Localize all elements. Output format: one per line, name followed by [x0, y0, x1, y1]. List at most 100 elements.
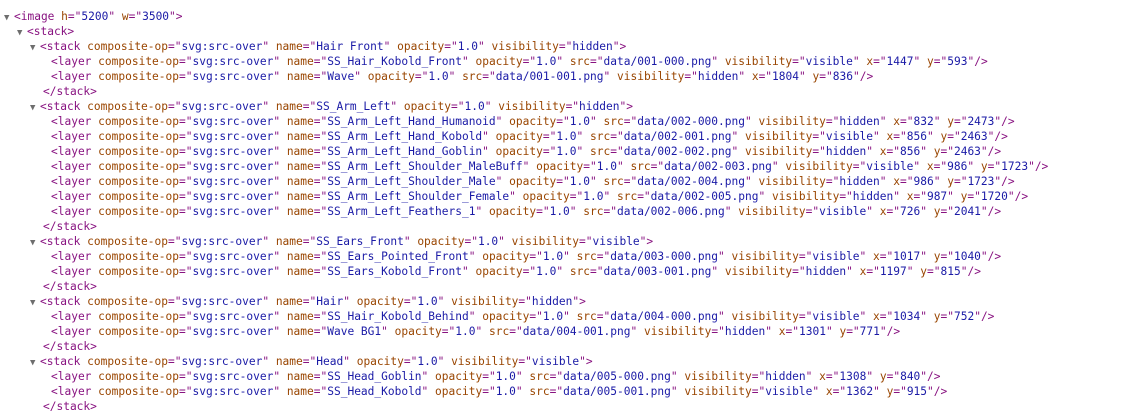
- expand-toggle-icon[interactable]: ▼: [30, 238, 36, 248]
- xml-node-stack-root[interactable]: ▼<stack>: [4, 24, 1121, 39]
- attr-quote: ": [482, 145, 489, 158]
- attr-eq: =": [852, 160, 867, 173]
- xml-node-layer[interactable]: <layer composite-op="svg:src-over" name=…: [4, 264, 1121, 279]
- attr-value: SS_Arm_Left_Shoulder_Female: [327, 190, 510, 203]
- attr-name: name: [286, 205, 314, 218]
- attr-quote: ": [421, 370, 429, 383]
- attr-quote: ": [731, 130, 739, 143]
- xml-node-layer[interactable]: <layer composite-op="svg:src-over" name=…: [4, 129, 1121, 144]
- expand-toggle-icon[interactable]: ▼: [17, 28, 23, 38]
- attr-eq: =": [758, 70, 773, 83]
- attr-eq: =": [451, 100, 465, 113]
- attr-quote: ": [731, 145, 739, 158]
- xml-node-image[interactable]: ▼<image h="5200" w="3500">: [4, 9, 1121, 24]
- attr-eq: =": [179, 55, 193, 68]
- attr-quote: ": [273, 265, 281, 278]
- attr-eq: =": [522, 55, 537, 68]
- attr-eq: =": [825, 115, 840, 128]
- attr-value: data/002-000.png: [637, 115, 745, 128]
- xml-node-stack[interactable]: ▼<stack composite-op="svg:src-over" name…: [4, 234, 1121, 249]
- xml-node-layer[interactable]: <layer composite-op="svg:src-over" name=…: [4, 204, 1121, 219]
- xml-node-layer[interactable]: <layer composite-op="svg:src-over" name=…: [4, 384, 1121, 399]
- attr-quote: ": [994, 115, 1002, 128]
- attr-name: visibility: [511, 235, 580, 248]
- attr-quote: ": [893, 190, 900, 203]
- attr-name: name: [286, 370, 314, 383]
- attr-eq: =": [179, 310, 193, 323]
- attr-quote: ": [381, 325, 388, 338]
- attr-quote: ": [273, 70, 281, 83]
- attr-value: 1723: [967, 175, 995, 188]
- attr-value: SS_Arm_Left_Hand_Kobold: [327, 130, 483, 143]
- attr-name: visibility: [684, 370, 752, 383]
- attr-eq: =": [529, 310, 543, 323]
- xml-node-layer[interactable]: <layer composite-op="svg:src-over" name=…: [4, 369, 1121, 384]
- attr-eq: =": [558, 40, 573, 53]
- attr-quote: ": [639, 235, 647, 248]
- attr-value: hidden: [839, 175, 880, 188]
- attr-eq: =": [579, 235, 593, 248]
- tag-close-bracket: >: [585, 355, 593, 368]
- tag-self-close: />: [987, 205, 1002, 218]
- xml-node-layer[interactable]: <layer composite-op="svg:src-over" name=…: [4, 189, 1121, 204]
- attr-value: svg:src-over: [192, 250, 274, 263]
- xml-node-layer[interactable]: <layer composite-op="svg:src-over" name=…: [4, 159, 1121, 174]
- xml-node-layer[interactable]: <layer composite-op="svg:src-over" name=…: [4, 174, 1121, 189]
- attr-name: opacity: [435, 385, 483, 398]
- attr-value: SS_Arm_Left_Shoulder_Male: [327, 175, 496, 188]
- attr-eq: =": [792, 55, 806, 68]
- xml-node-layer[interactable]: <layer composite-op="svg:src-over" name=…: [4, 144, 1121, 159]
- tag-close: </stack>: [43, 400, 97, 413]
- expand-toggle-icon[interactable]: ▼: [30, 43, 36, 53]
- attr-name: x: [879, 205, 887, 218]
- attr-quote: ": [468, 250, 476, 263]
- xml-node-layer[interactable]: <layer composite-op="svg:src-over" name=…: [4, 69, 1121, 84]
- attr-eq: =": [509, 325, 523, 338]
- attr-quote: ": [758, 190, 766, 203]
- expand-toggle-icon[interactable]: ▼: [30, 103, 36, 113]
- attr-name: x: [825, 385, 833, 398]
- attr-eq: =": [302, 355, 317, 368]
- xml-node-stack[interactable]: ▼<stack composite-op="svg:src-over" name…: [4, 99, 1121, 114]
- attr-quote: ": [515, 385, 523, 398]
- tag-self-close: />: [1001, 175, 1015, 188]
- attr-name: opacity: [495, 130, 543, 143]
- attr-value: Hair Front: [316, 40, 384, 53]
- tag-close: </stack>: [43, 280, 97, 293]
- attr-eq: =": [893, 385, 907, 398]
- xml-node-stack[interactable]: ▼<stack composite-op="svg:src-over" name…: [4, 39, 1121, 54]
- xml-node-layer[interactable]: <layer composite-op="svg:src-over" name=…: [4, 54, 1121, 69]
- attr-name: x: [926, 160, 934, 173]
- xml-node-layer[interactable]: <layer composite-op="svg:src-over" name=…: [4, 114, 1121, 129]
- expand-toggle-icon[interactable]: ▼: [4, 13, 10, 23]
- tag-self-close: />: [987, 145, 1002, 158]
- attr-quote: ": [563, 310, 570, 323]
- xml-node-layer[interactable]: <layer composite-op="svg:src-over" name=…: [4, 324, 1121, 339]
- attr-value: visible: [531, 355, 580, 368]
- expand-toggle-icon[interactable]: ▼: [30, 358, 36, 368]
- attr-value: 915: [906, 385, 928, 398]
- attr-quote: ": [616, 160, 624, 173]
- attr-value: 1.0: [428, 70, 449, 83]
- attr-value: data/004-000.png: [610, 310, 719, 323]
- xml-node-layer[interactable]: <layer composite-op="svg:src-over" name=…: [4, 249, 1121, 264]
- attr-quote: ": [926, 130, 934, 143]
- attr-name: x: [866, 55, 874, 68]
- attr-name: composite-op: [98, 145, 179, 158]
- xml-node-layer[interactable]: <layer composite-op="svg:src-over" name=…: [4, 309, 1121, 324]
- tag-self-close: />: [974, 55, 988, 68]
- tag-open: <layer: [51, 190, 92, 203]
- attr-quote: ": [866, 370, 874, 383]
- attr-name: y: [980, 160, 988, 173]
- tag-close: </stack>: [43, 85, 97, 98]
- attr-quote: ": [619, 100, 627, 113]
- attr-eq: =": [583, 160, 597, 173]
- xml-node-stack[interactable]: ▼<stack composite-op="svg:src-over" name…: [4, 354, 1121, 369]
- tag-open: <layer: [51, 325, 92, 338]
- expand-toggle-icon[interactable]: ▼: [30, 298, 36, 308]
- attr-name: x: [906, 190, 914, 203]
- attr-value: 1301: [798, 325, 826, 338]
- attr-quote: ": [421, 385, 429, 398]
- attr-eq: =": [947, 130, 961, 143]
- xml-node-stack[interactable]: ▼<stack composite-op="svg:src-over" name…: [4, 294, 1121, 309]
